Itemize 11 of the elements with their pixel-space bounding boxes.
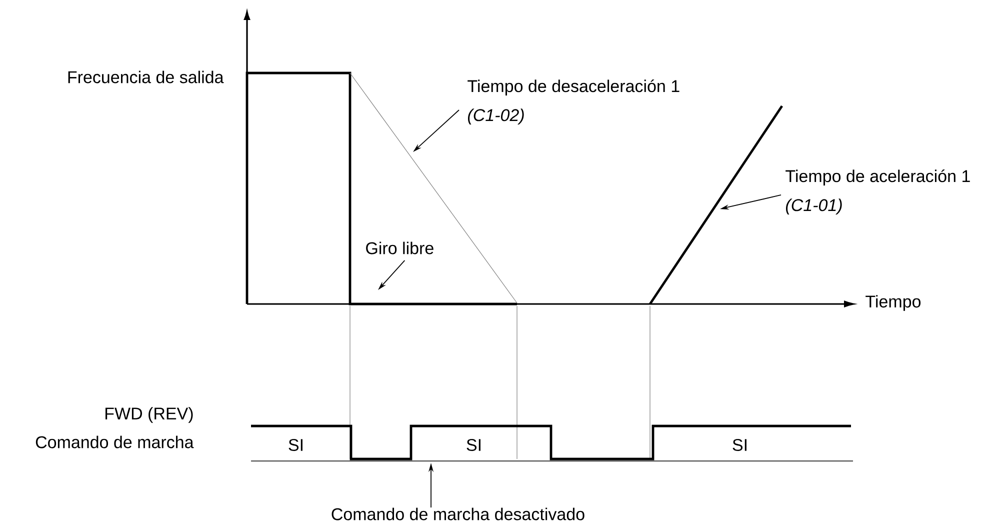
callout-text: Comando de marcha desactivado (332, 508, 584, 520)
signal-label: Comando de marcha (36, 436, 194, 448)
state-label: SI (466, 438, 480, 452)
callout-text: Giro libre (366, 242, 434, 254)
state-label: SI (732, 438, 746, 452)
axis-label: Frecuencia de salida (68, 70, 224, 84)
state-label: SI (288, 438, 302, 452)
signal-label: FWD (REV) (106, 407, 193, 423)
callout-text: Tiempo de desaceleración 1 (C1-02) (468, 79, 680, 124)
axis-label: Tiempo (866, 295, 921, 311)
callout-text: Tiempo de aceleración 1 (C1-01) (786, 169, 970, 214)
